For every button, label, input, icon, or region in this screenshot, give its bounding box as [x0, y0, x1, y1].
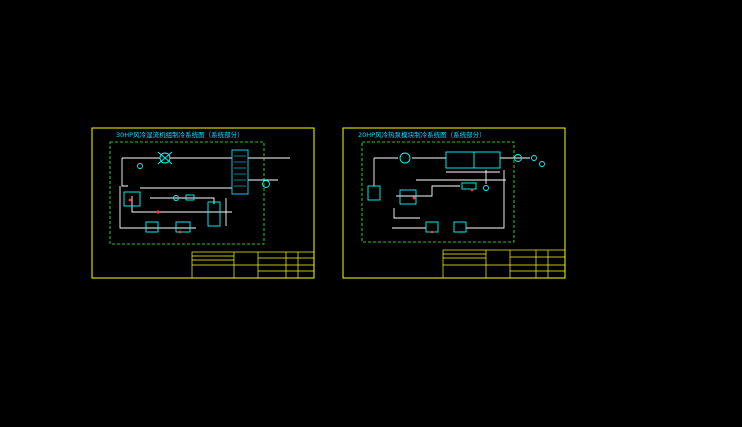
drawing-title: 20HP风冷热泵模块制冷系统图（系统部分） — [358, 130, 486, 139]
four-way-valve-icon — [425, 221, 439, 233]
filter-drier-icon — [173, 195, 179, 201]
sheet-frame — [342, 127, 566, 279]
water-pump-icon — [262, 180, 270, 188]
refrigerant-piping — [119, 157, 290, 229]
schematic-border — [361, 141, 515, 243]
expansion-valve-icon — [461, 182, 477, 190]
water-pump-icon — [514, 154, 522, 162]
accumulator-icon — [175, 221, 191, 233]
compressor-icon — [123, 191, 141, 207]
air-coil-icon — [445, 151, 501, 169]
accent-marks — [128, 198, 182, 234]
drawing-sheet-30hp: 30HP风冷湿流机组制冷系统图（系统部分） — [91, 127, 315, 279]
temperature-probe-icon — [531, 155, 537, 161]
red-marker-icon — [156, 210, 160, 214]
red-marker-icon — [412, 196, 416, 200]
refrigerant-piping — [373, 157, 530, 229]
outdoor-fan-icon — [367, 185, 381, 201]
fan-motor-icon — [159, 152, 171, 164]
schematic-border — [109, 141, 265, 245]
sensor-icon — [483, 185, 489, 191]
accumulator-icon — [453, 221, 467, 233]
red-marker-icon — [128, 198, 132, 202]
sheet-frame — [91, 127, 315, 279]
sensor-icon — [137, 163, 143, 169]
plate-heat-exchanger-icon — [231, 149, 249, 195]
title-block — [442, 249, 566, 279]
four-way-valve-icon — [145, 221, 159, 233]
red-marker-icon — [430, 230, 434, 234]
heat-exchanger-plates — [234, 155, 246, 187]
component-symbols — [367, 151, 545, 233]
temperature-probe-icon — [539, 161, 545, 167]
red-marker-icon — [470, 188, 474, 192]
liquid-receiver-icon — [207, 201, 221, 227]
drawing-title: 30HP风冷湿流机组制冷系统图（系统部分） — [116, 130, 244, 139]
expansion-valve-icon — [185, 194, 195, 201]
drawing-sheet-20hp: 20HP风冷热泵模块制冷系统图（系统部分） — [342, 127, 566, 279]
component-symbols — [123, 149, 270, 233]
accent-marks — [412, 188, 474, 234]
red-marker-icon — [178, 230, 182, 234]
title-block — [191, 251, 315, 279]
compressor-icon — [399, 189, 417, 205]
fan-motor-icon — [399, 152, 411, 164]
fan-blade-icon — [157, 151, 173, 165]
